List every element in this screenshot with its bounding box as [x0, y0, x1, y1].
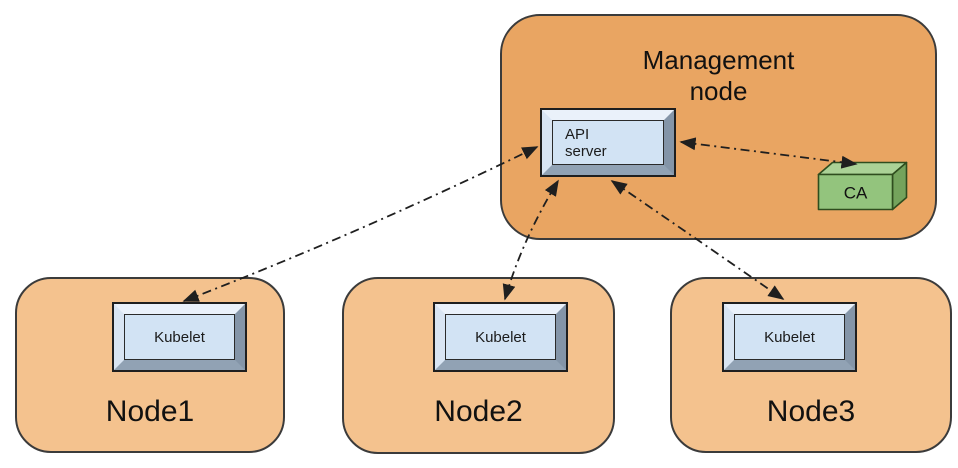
- kubelet-bevel: [114, 304, 245, 370]
- kubelet-label-node1: Kubelet: [154, 328, 205, 346]
- node2-label: Node2: [434, 395, 523, 428]
- api-server-face: API server: [552, 120, 664, 165]
- management-node-title-text: Management node: [642, 45, 795, 106]
- node2-box: Kubelet Node2: [342, 277, 615, 454]
- kubelet-box-node1: Kubelet: [112, 302, 247, 372]
- api-server-label: API server: [565, 125, 607, 160]
- kubelet-bevel: [724, 304, 855, 370]
- kubelet-bevel: [435, 304, 566, 370]
- kubelet-face: Kubelet: [734, 314, 845, 360]
- kubelet-face: Kubelet: [445, 314, 556, 360]
- ca-box: CA: [817, 161, 908, 211]
- kubelet-face: Kubelet: [124, 314, 235, 360]
- kubelet-box-node2: Kubelet: [433, 302, 568, 372]
- kubelet-label-node2: Kubelet: [475, 328, 526, 346]
- api-server-box: API server: [540, 108, 676, 177]
- ca-front-face: [817, 173, 894, 211]
- api-server-bevel: [542, 110, 674, 175]
- management-node-box: Management node API server CA: [500, 14, 937, 240]
- kubelet-label-node3: Kubelet: [764, 328, 815, 346]
- kubelet-box-node3: Kubelet: [722, 302, 857, 372]
- node1-box: Kubelet Node1: [15, 277, 285, 453]
- node3-label: Node3: [766, 395, 856, 428]
- ca-top-face: [817, 161, 908, 176]
- node1-label: Node1: [105, 395, 195, 428]
- node3-box: Kubelet Node3: [670, 277, 952, 453]
- management-node-title: Management node: [502, 45, 935, 107]
- ca-label: CA: [844, 184, 868, 203]
